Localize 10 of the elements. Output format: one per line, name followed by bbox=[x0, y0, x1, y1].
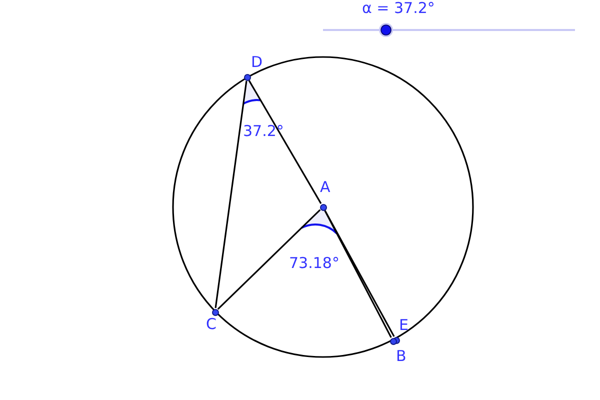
point-label: D bbox=[251, 55, 263, 70]
line-segment bbox=[248, 80, 322, 204]
point-label: A bbox=[320, 180, 330, 195]
point-label: E bbox=[399, 318, 408, 333]
point-label: C bbox=[206, 317, 216, 332]
line-segment bbox=[214, 80, 248, 308]
line-segment bbox=[217, 209, 321, 310]
slider-label: α = 37.2° bbox=[362, 1, 435, 16]
point-label: B bbox=[396, 349, 406, 364]
angle-label: 73.18° bbox=[289, 256, 340, 271]
